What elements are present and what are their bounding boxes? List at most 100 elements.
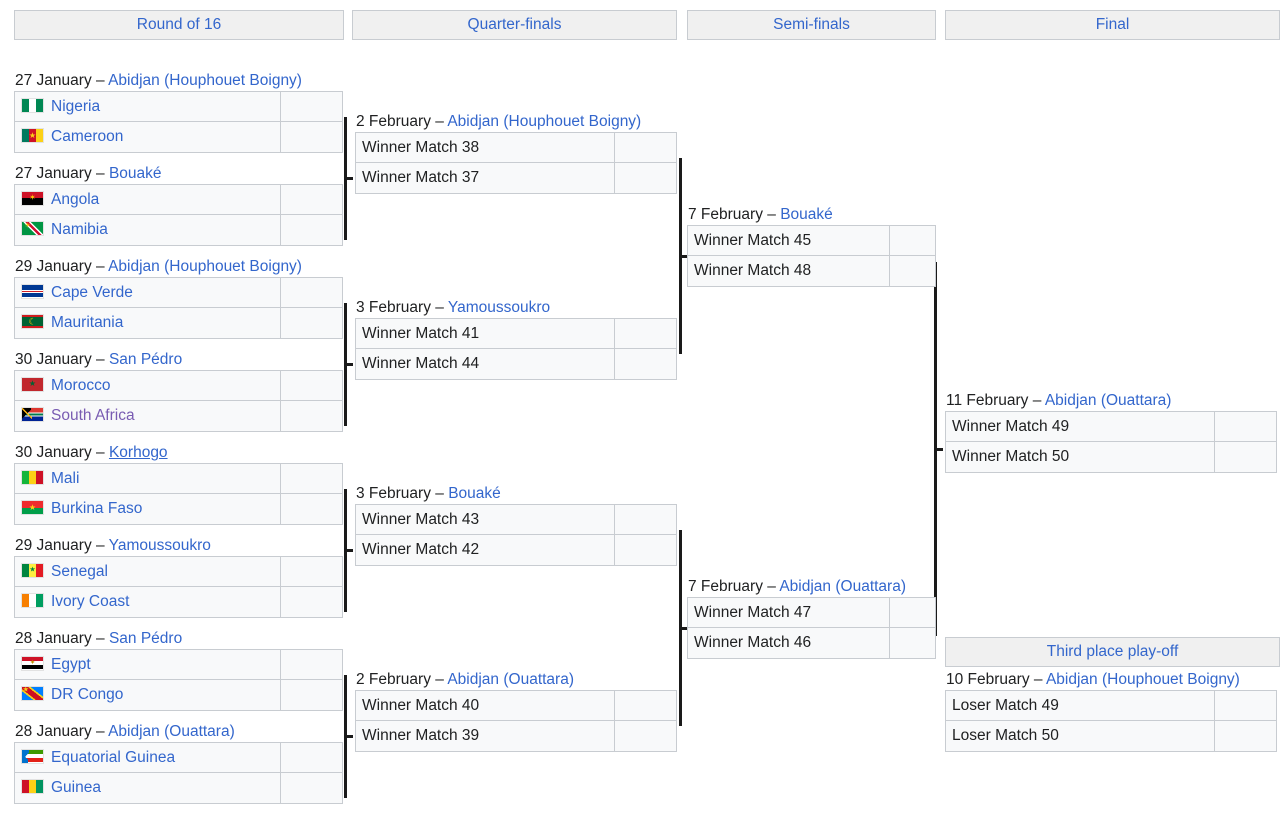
team-cell: Loser Match 49 bbox=[945, 690, 1215, 721]
match-date-text: 10 February bbox=[946, 671, 1030, 688]
score-cell bbox=[281, 401, 343, 432]
venue-link[interactable]: Yamoussoukro bbox=[447, 299, 551, 316]
score-cell bbox=[615, 132, 677, 163]
bracket-connector-1 bbox=[344, 303, 347, 426]
flag-icon-eqguinea bbox=[21, 748, 44, 764]
venue-link[interactable]: Abidjan (Ouattara) bbox=[108, 723, 235, 740]
venue-link[interactable]: Abidjan (Ouattara) bbox=[779, 578, 906, 595]
team-name-link[interactable]: Egypt bbox=[51, 655, 91, 673]
bracket-connector-4 bbox=[679, 158, 682, 354]
bracket-connector-3 bbox=[344, 675, 347, 798]
score-cell bbox=[1215, 442, 1277, 473]
team-name-link[interactable]: Equatorial Guinea bbox=[51, 748, 176, 766]
flag-icon-cameroon: ★ bbox=[21, 128, 44, 143]
score-cell bbox=[615, 318, 677, 349]
score-cell bbox=[615, 690, 677, 721]
match-row: ✶ Angola bbox=[14, 184, 343, 215]
third-place-header[interactable]: Third place play-off bbox=[945, 637, 1280, 667]
date-venue-separator: – bbox=[767, 578, 776, 595]
match-row: Winner Match 49 bbox=[945, 411, 1277, 442]
match-table: Nigeria ★ Cameroon bbox=[14, 91, 343, 153]
team-cell: ★ Cameroon bbox=[14, 122, 281, 153]
flag-icon-morocco: ★ bbox=[21, 376, 44, 392]
venue-link[interactable]: San Pédro bbox=[108, 351, 183, 368]
round-header-2[interactable]: Semi-finals bbox=[687, 10, 936, 40]
team-name-link[interactable]: Guinea bbox=[51, 779, 101, 796]
team-name-link[interactable]: Nigeria bbox=[51, 97, 101, 115]
match-datetime: 27 January – Bouaké bbox=[14, 163, 343, 184]
round-header-1[interactable]: Quarter-finals bbox=[352, 10, 677, 40]
team-cell: Winner Match 37 bbox=[355, 163, 615, 194]
date-venue-separator: – bbox=[96, 444, 105, 461]
team-name-link[interactable]: Burkina Faso bbox=[51, 500, 143, 517]
team-cell: Winner Match 47 bbox=[687, 597, 890, 628]
team-name-link[interactable]: Mauritania bbox=[51, 314, 124, 331]
match-row: Winner Match 45 bbox=[687, 225, 936, 256]
flag-icon-burkinafaso: ★ bbox=[21, 500, 44, 515]
placeholder-team-name: Winner Match 48 bbox=[694, 262, 812, 279]
match-table: ✦Egypt★DR Congo bbox=[14, 649, 343, 711]
match-row: Ivory Coast bbox=[14, 587, 343, 618]
match-row: Winner Match 41 bbox=[355, 318, 677, 349]
match-block: 27 January – Abidjan (Houphouet Boigny)N… bbox=[14, 70, 343, 153]
venue-link[interactable]: Korhogo bbox=[108, 444, 168, 461]
team-name-link[interactable]: Ivory Coast bbox=[51, 593, 130, 610]
team-name-link[interactable]: Angola bbox=[51, 190, 100, 208]
match-row: Winner Match 46 bbox=[687, 628, 936, 659]
match-row: Guinea bbox=[14, 773, 343, 804]
flag-icon-senegal: ★ bbox=[21, 562, 44, 578]
bracket-connector-0 bbox=[344, 117, 347, 240]
flag-icon-southafrica bbox=[21, 407, 44, 422]
flag-icon-guinea bbox=[21, 779, 44, 794]
match-row: Cape Verde bbox=[14, 277, 343, 308]
team-cell: Winner Match 40 bbox=[355, 690, 615, 721]
team-name-link[interactable]: Senegal bbox=[51, 562, 108, 580]
match-block: 2 February – Abidjan (Ouattara)Winner Ma… bbox=[355, 669, 677, 752]
venue-link[interactable]: Abidjan (Houphouet Boigny) bbox=[108, 258, 302, 275]
venue-link[interactable]: Abidjan (Houphouet Boigny) bbox=[108, 72, 302, 89]
team-name-link[interactable]: Cape Verde bbox=[51, 283, 133, 301]
match-row: ★ Senegal bbox=[14, 556, 343, 587]
match-row: Loser Match 49 bbox=[945, 690, 1277, 721]
flag-icon-mauritania: ☾ bbox=[21, 314, 44, 329]
placeholder-team-name: Loser Match 50 bbox=[952, 727, 1059, 744]
bracket-connector-stub-3 bbox=[347, 735, 353, 738]
bracket-connector-2 bbox=[344, 489, 347, 612]
match-row: Winner Match 43 bbox=[355, 504, 677, 535]
team-name-link[interactable]: Namibia bbox=[51, 221, 108, 238]
match-datetime: 10 February – Abidjan (Houphouet Boigny) bbox=[945, 669, 1277, 690]
venue-link[interactable]: Bouaké bbox=[108, 165, 162, 182]
date-venue-separator: – bbox=[1032, 392, 1042, 409]
venue-link[interactable]: Yamoussoukro bbox=[108, 537, 211, 554]
match-row: South Africa bbox=[14, 401, 343, 432]
bracket-connector-6 bbox=[934, 262, 937, 636]
venue-link[interactable]: Abidjan (Houphouet Boigny) bbox=[1045, 671, 1240, 688]
score-cell bbox=[281, 308, 343, 339]
venue-link[interactable]: Bouaké bbox=[780, 206, 833, 223]
team-name-link[interactable]: DR Congo bbox=[51, 686, 124, 703]
placeholder-team-name: Winner Match 40 bbox=[362, 696, 480, 714]
score-cell bbox=[281, 122, 343, 153]
team-cell: ★ Morocco bbox=[14, 370, 281, 401]
team-name-link[interactable]: Mali bbox=[51, 469, 80, 487]
bracket-connector-stub-5 bbox=[682, 627, 688, 630]
team-name-link[interactable]: South Africa bbox=[51, 407, 135, 424]
round-header-0[interactable]: Round of 16 bbox=[14, 10, 344, 40]
round-header-3[interactable]: Final bbox=[945, 10, 1280, 40]
venue-link[interactable]: San Pédro bbox=[108, 630, 183, 647]
venue-link[interactable]: Bouaké bbox=[448, 485, 501, 502]
venue-link[interactable]: Abidjan (Ouattara) bbox=[1044, 392, 1172, 409]
match-table: Winner Match 45 Winner Match 48 bbox=[687, 225, 936, 287]
team-name-link[interactable]: Cameroon bbox=[51, 128, 124, 145]
venue-link[interactable]: Abidjan (Ouattara) bbox=[447, 671, 574, 688]
flag-icon-angola: ✶ bbox=[21, 190, 44, 206]
match-datetime: 7 February – Bouaké bbox=[687, 204, 936, 225]
team-name-link[interactable]: Morocco bbox=[51, 376, 111, 394]
venue-link[interactable]: Abidjan (Houphouet Boigny) bbox=[447, 113, 642, 130]
